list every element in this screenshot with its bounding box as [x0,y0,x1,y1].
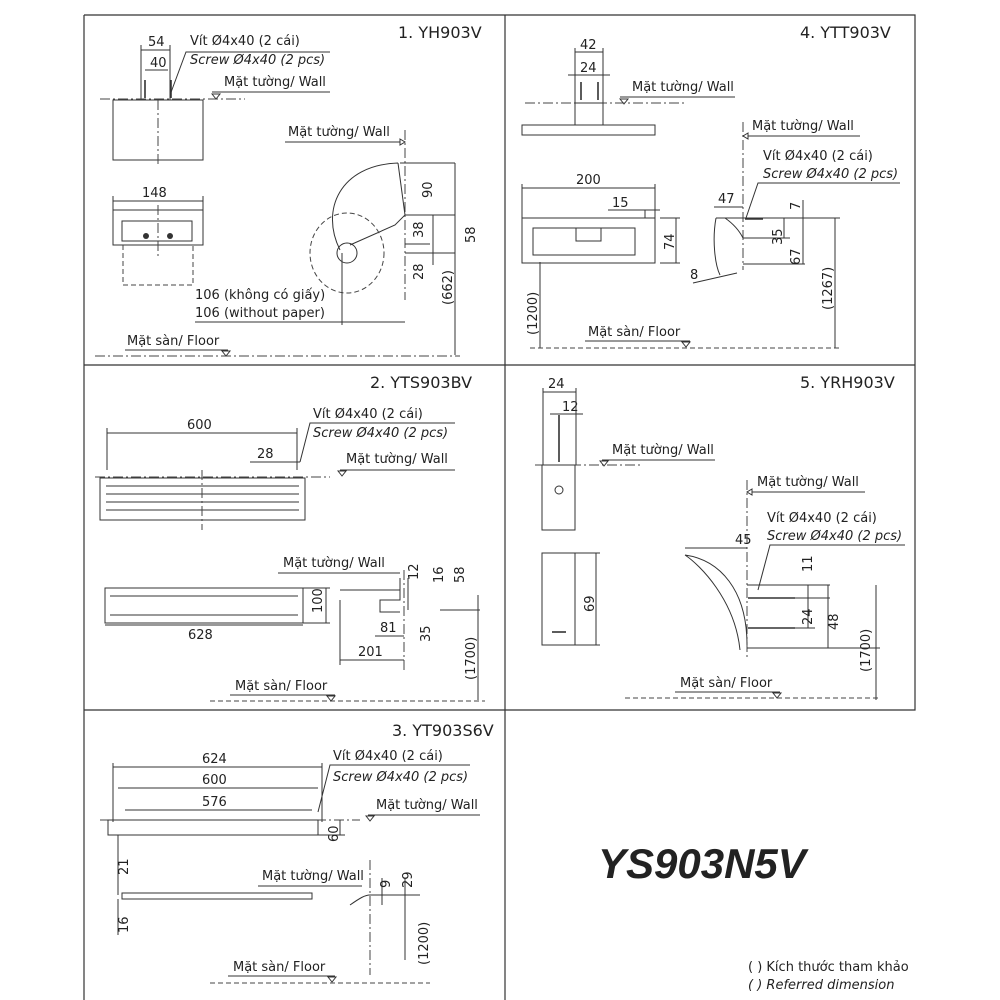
dim-21: 21 [117,858,132,875]
panel-title: 3. YT903S6V [392,721,494,740]
dim-200: 200 [576,173,601,188]
dim-12: 12 [562,400,579,415]
screw-label-vi: Vít Ø4x40 (2 cái) [767,511,877,526]
legend-vi: ( ) Kích thước tham khảo [748,960,909,975]
dim-69: 69 [583,595,598,612]
dim-42: 42 [580,38,597,53]
dim-35: 35 [419,625,434,642]
wall-label: Mặt tường/ Wall [376,798,478,813]
screw-label-vi: Vít Ø4x40 (2 cái) [313,407,423,422]
wall-label-side: Mặt tường/ Wall [752,119,854,134]
panel-yt903s6v: 3. YT903S6V 624 600 576 Vít Ø4x40 (2 cái… [100,721,494,984]
dim-600: 600 [202,773,227,788]
panel-yts903bv: 2. YTS903BV 600 Vít Ø4x40 (2 cái) Screw … [95,373,485,702]
wall-label-side: Mặt tường/ Wall [262,869,364,884]
wall-label-side: Mặt tường/ Wall [283,556,385,571]
dim-48: 48 [827,613,842,630]
panel-title: 1. YH903V [398,23,482,42]
dim-576: 576 [202,795,227,810]
dim-24: 24 [580,61,597,76]
screw-label-vi: Vít Ø4x40 (2 cái) [190,34,300,49]
panel-title: 5. YRH903V [800,373,895,392]
wall-label-side: Mặt tường/ Wall [757,475,859,490]
dim-15: 15 [612,196,629,211]
dim-1200: (1200) [526,292,541,335]
dim-90: 90 [421,181,436,198]
dim-28: 28 [257,447,274,462]
screw-label-en: Screw Ø4x40 (2 pcs) [763,167,898,182]
floor-label: Mặt sàn/ Floor [233,960,326,975]
screw-label-en: Screw Ø4x40 (2 pcs) [333,770,468,785]
dim-12: 12 [407,563,422,580]
screw-label-en: Screw Ø4x40 (2 pcs) [313,426,448,441]
dim-100: 100 [311,588,326,613]
dim-38: 38 [412,221,427,238]
screw-label-en: Screw Ø4x40 (2 pcs) [190,53,325,68]
dim-60: 60 [327,825,342,842]
dim-81: 81 [380,621,397,636]
dim-628: 628 [188,628,213,643]
dim-74: 74 [663,233,678,250]
dim-24-side: 24 [801,608,816,625]
paper-note-vi: 106 (không có giấy) [195,288,325,303]
dim-67: 67 [789,248,804,265]
wall-label-side: Mặt tường/ Wall [288,125,390,140]
dim-1700: (1700) [464,637,479,680]
wall-label: Mặt tường/ Wall [224,75,326,90]
dim-662: (662) [441,270,456,305]
wall-label: Mặt tường/ Wall [632,80,734,95]
dim-58: 58 [453,566,468,583]
dim-16: 16 [432,566,447,583]
floor-label: Mặt sàn/ Floor [588,325,681,340]
dim-148: 148 [142,186,167,201]
panel-yh903v: 1. YH903V 54 40 Vít Ø4x40 (2 cái) Screw … [95,23,482,357]
panel-title: 2. YTS903BV [370,373,472,392]
dim-29: 29 [401,871,416,888]
wall-label: Mặt tường/ Wall [612,443,714,458]
dim-1200: (1200) [417,922,432,965]
panel-borders [83,14,916,1000]
dim-24: 24 [548,377,565,392]
legend-en: ( ) Referred dimension [748,978,894,993]
dim-1700: (1700) [859,629,874,672]
dim-8: 8 [690,268,698,283]
dim-7: 7 [789,202,804,210]
dim-54: 54 [148,35,165,50]
dim-16: 16 [117,916,132,933]
dim-600: 600 [187,418,212,433]
screw-label-en: Screw Ø4x40 (2 pcs) [767,529,902,544]
dim-40: 40 [150,56,167,71]
dim-624: 624 [202,752,227,767]
dim-1267: (1267) [821,267,836,310]
paper-note-en: 106 (without paper) [195,306,325,321]
set-name: YS903N5V [598,840,809,887]
floor-label: Mặt sàn/ Floor [680,676,773,691]
dim-58: 58 [464,226,479,243]
dim-28: 28 [412,263,427,280]
screw-label-vi: Vít Ø4x40 (2 cái) [333,749,443,764]
dim-201: 201 [358,645,383,660]
dim-47: 47 [718,192,735,207]
dim-45: 45 [735,533,752,548]
panel-ytt903v: 4. YTT903V 42 24 Mặt tường/ Wall 200 15 … [521,23,900,349]
floor-label: Mặt sàn/ Floor [235,679,328,694]
dim-9: 9 [379,880,394,888]
panel-title: 4. YTT903V [800,23,891,42]
floor-label: Mặt sàn/ Floor [127,334,220,349]
dim-11: 11 [801,555,816,572]
dim-35: 35 [771,228,786,245]
panel-yrh903v: 5. YRH903V 24 12 Mặt tường/ Wall 69 Mặt … [535,373,905,700]
screw-label-vi: Vít Ø4x40 (2 cái) [763,149,873,164]
wall-label: Mặt tường/ Wall [346,452,448,467]
